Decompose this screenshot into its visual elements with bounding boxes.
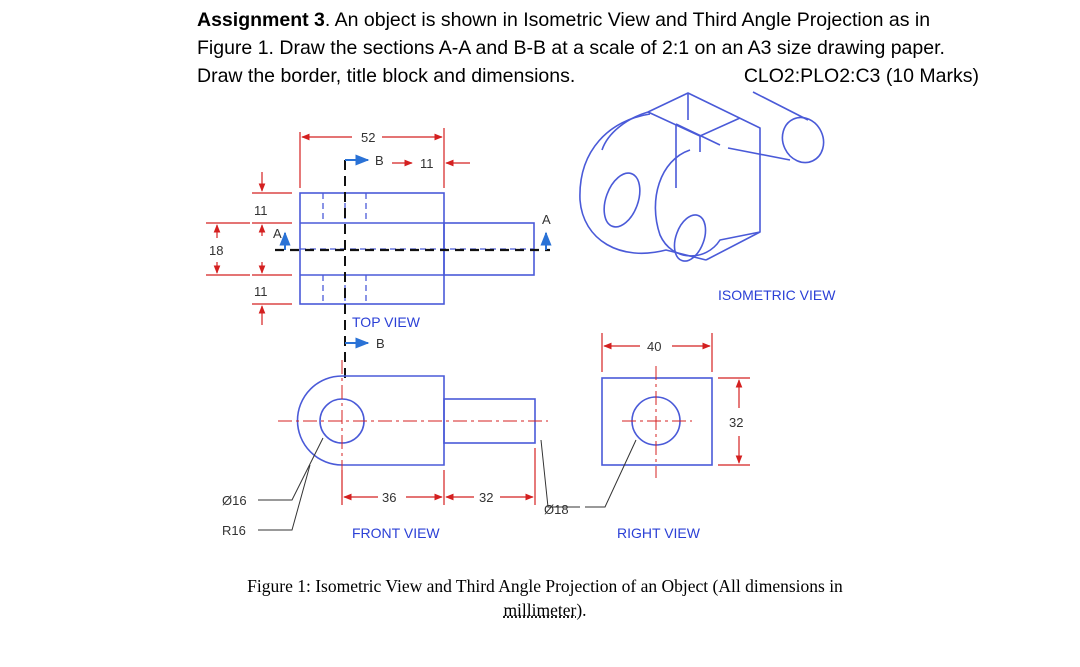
dim-dia18: Ø18 bbox=[544, 502, 569, 517]
caption-end: ). bbox=[576, 600, 587, 620]
iso-clevis-back-outer bbox=[654, 149, 761, 257]
dim-52: 52 bbox=[361, 130, 375, 145]
dim-11-left-upper: 11 bbox=[254, 203, 268, 218]
dim-36: 36 bbox=[382, 490, 396, 505]
dim-32-front: 32 bbox=[479, 490, 493, 505]
front-view-label: FRONT VIEW bbox=[352, 525, 440, 541]
iso-slot bbox=[675, 123, 721, 188]
caption-line-1: Figure 1: Isometric View and Third Angle… bbox=[247, 576, 843, 596]
right-view-dimensions bbox=[601, 333, 750, 466]
assignment-title: Assignment 3 bbox=[197, 9, 325, 31]
assignment-line-2: Figure 1. Draw the sections A-A and B-B … bbox=[197, 37, 945, 59]
dim-11-top: 11 bbox=[420, 156, 434, 171]
iso-shaft-end bbox=[781, 116, 825, 164]
iso-shaft-bottom bbox=[727, 147, 791, 161]
dim-dia16: Ø16 bbox=[222, 493, 247, 508]
iso-body-top bbox=[647, 93, 741, 152]
right-view-label: RIGHT VIEW bbox=[617, 525, 701, 541]
front-view-centerlines bbox=[278, 360, 548, 490]
iso-hole-front bbox=[603, 172, 641, 228]
top-view bbox=[299, 192, 535, 305]
iso-shaft-top bbox=[752, 91, 809, 121]
iso-hole-back bbox=[673, 214, 707, 262]
iso-body-right bbox=[647, 92, 761, 261]
clo-label: CLO2:PLO2:C3 (10 Marks) bbox=[743, 65, 979, 87]
front-view-clevis-outline bbox=[296, 375, 445, 466]
right-view-centerlines bbox=[622, 366, 692, 478]
section-label-a-left: A bbox=[273, 226, 282, 241]
dim-18: 18 bbox=[209, 243, 223, 258]
front-view-dimensions bbox=[341, 448, 536, 505]
assignment-text: Assignment 3. An object is shown in Isom… bbox=[197, 6, 997, 90]
section-label-a-right: A bbox=[542, 212, 551, 227]
assignment-line-1: Assignment 3. An object is shown in Isom… bbox=[197, 6, 997, 34]
caption-unit: millimeter bbox=[503, 600, 577, 620]
right-view-leader bbox=[585, 439, 637, 508]
section-line-b: B B bbox=[344, 153, 385, 380]
iso-clevis-front-outer bbox=[579, 113, 707, 261]
iso-clevis-front-edge bbox=[601, 111, 649, 151]
caption-line-2: millimeter). bbox=[150, 598, 940, 622]
isometric-view bbox=[579, 91, 825, 262]
top-view-label: TOP VIEW bbox=[352, 314, 421, 330]
section-label-b-top: B bbox=[375, 153, 384, 168]
assignment-line-1-rest: . An object is shown in Isometric View a… bbox=[324, 9, 931, 31]
front-view-leaders bbox=[258, 437, 580, 531]
dim-11-left-lower: 11 bbox=[254, 284, 268, 299]
section-line-a: A A bbox=[273, 212, 552, 252]
top-view-hidden-lines bbox=[300, 193, 534, 304]
dim-r16: R16 bbox=[222, 523, 246, 538]
top-view-dimensions bbox=[206, 128, 470, 325]
dim-32-right: 32 bbox=[729, 415, 743, 430]
section-label-b-bottom: B bbox=[376, 336, 385, 351]
figure-caption: Figure 1: Isometric View and Third Angle… bbox=[150, 574, 940, 622]
right-view-outline bbox=[601, 377, 713, 466]
dim-40: 40 bbox=[647, 339, 661, 354]
assignment-line-3: Draw the border, title block and dimensi… bbox=[197, 65, 576, 87]
isometric-view-label: ISOMETRIC VIEW bbox=[718, 287, 836, 303]
